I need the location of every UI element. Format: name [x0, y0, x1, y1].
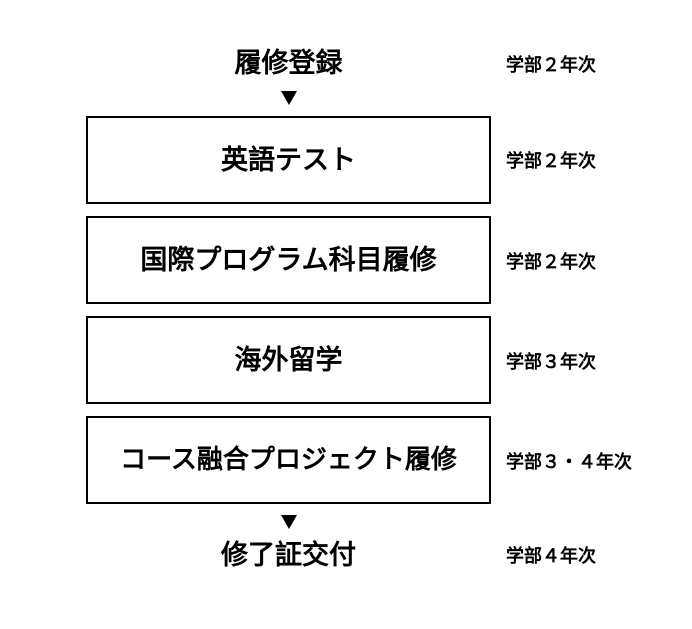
- triangle-down-icon: [281, 91, 297, 105]
- step-label: コース融合プロジェクト履修: [120, 445, 457, 475]
- step-box-international-program: 国際プログラム科目履修: [86, 216, 491, 304]
- start-step-year: 学部２年次: [506, 55, 596, 76]
- step-year: 学部３年次: [506, 352, 596, 373]
- step-box-study-abroad: 海外留学: [86, 316, 491, 404]
- step-year: 学部２年次: [506, 252, 596, 273]
- step-label: 海外留学: [234, 344, 343, 376]
- end-step-label: 修了証交付: [221, 540, 356, 571]
- step-box-english-test: 英語テスト: [86, 116, 491, 204]
- end-step-year: 学部４年次: [506, 546, 596, 567]
- step-box-course-fusion-project: コース融合プロジェクト履修: [86, 416, 491, 504]
- step-label: 国際プログラム科目履修: [140, 244, 437, 276]
- step-label: 英語テスト: [221, 144, 356, 176]
- step-year: 学部３・４年次: [506, 452, 632, 473]
- triangle-down-icon: [281, 515, 297, 529]
- start-step-label: 履修登録: [234, 48, 343, 79]
- step-year: 学部２年次: [506, 151, 596, 172]
